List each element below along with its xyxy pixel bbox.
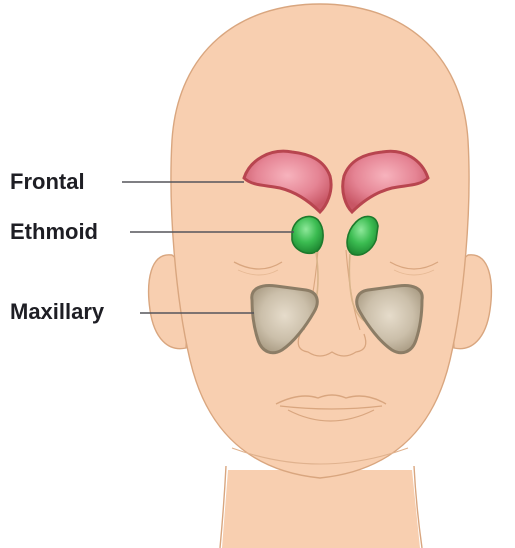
neck [222, 470, 420, 548]
ethmoid-label: Ethmoid [10, 221, 98, 243]
maxillary-label: Maxillary [10, 301, 104, 323]
ethmoid-sinus-left [292, 216, 323, 253]
frontal-label: Frontal [10, 171, 85, 193]
